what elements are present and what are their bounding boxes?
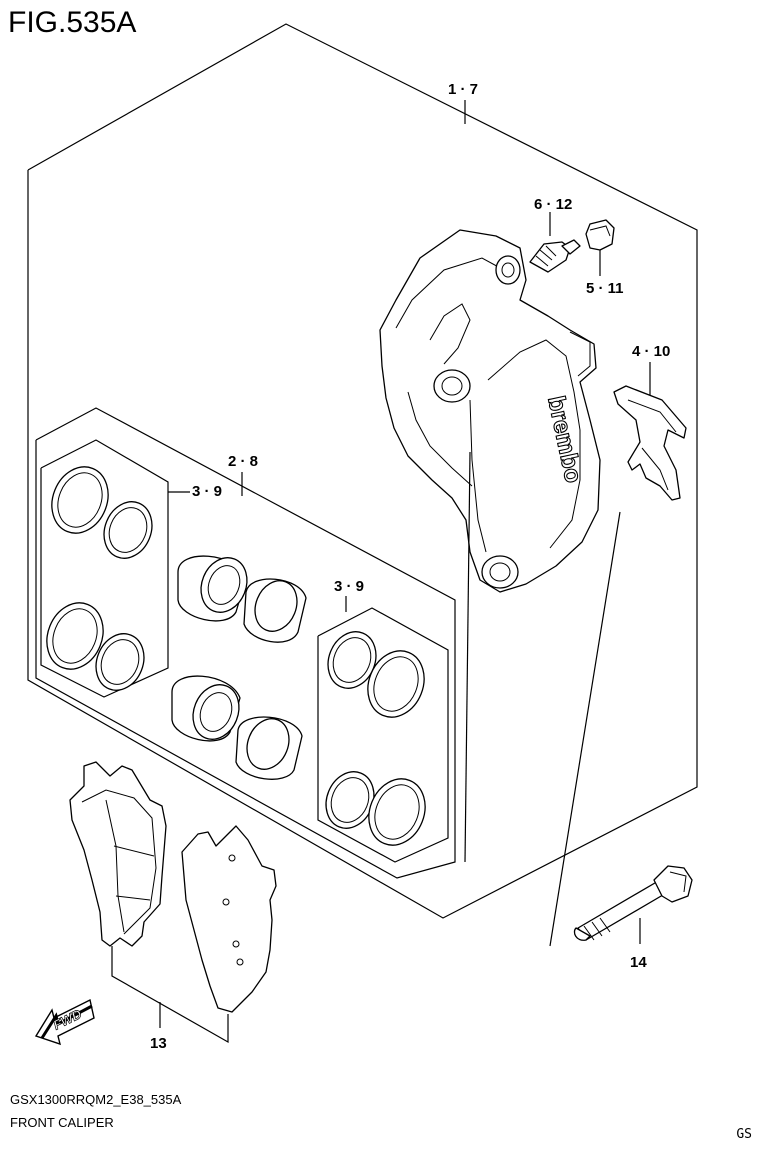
callout-2-8: 2 · 8 xyxy=(228,453,258,470)
callout-5-11: 5 · 11 xyxy=(586,280,624,297)
callout-3-9-left: 3 · 9 xyxy=(192,483,222,500)
piston-kit-frame xyxy=(35,407,456,879)
region-code: GS xyxy=(736,1127,752,1142)
callout-3-9-right: 3 · 9 xyxy=(334,578,364,595)
callout-4-10: 4 · 10 xyxy=(632,343,670,360)
callout-14: 14 xyxy=(630,954,647,971)
model-code: GSX1300RRQM2_E38_535A xyxy=(10,1092,182,1107)
pad-set-bracket xyxy=(111,946,229,1044)
bleeder-cap xyxy=(585,219,615,276)
mounting-bolt xyxy=(464,451,693,947)
piston-seals-left xyxy=(46,466,153,691)
pistons xyxy=(171,555,307,780)
piston-seals-right xyxy=(325,631,426,846)
figure-title: FIG.535A xyxy=(8,6,137,39)
seal-kit-right-frame xyxy=(317,596,449,863)
fwd-arrow-icon: FWD xyxy=(34,998,95,1046)
caliper-assembly-frame xyxy=(27,23,698,919)
callout-6-12: 6 · 12 xyxy=(534,196,572,213)
pad-spring xyxy=(613,362,687,501)
caliper-body: brembo xyxy=(379,229,601,593)
figure-name: FRONT CALIPER xyxy=(10,1115,114,1130)
seal-kit-left-frame xyxy=(40,439,190,698)
callout-1-7: 1 · 7 xyxy=(448,81,478,98)
brake-pads xyxy=(69,761,277,1013)
bleeder-screw xyxy=(529,212,581,273)
callout-13: 13 xyxy=(150,1035,167,1052)
